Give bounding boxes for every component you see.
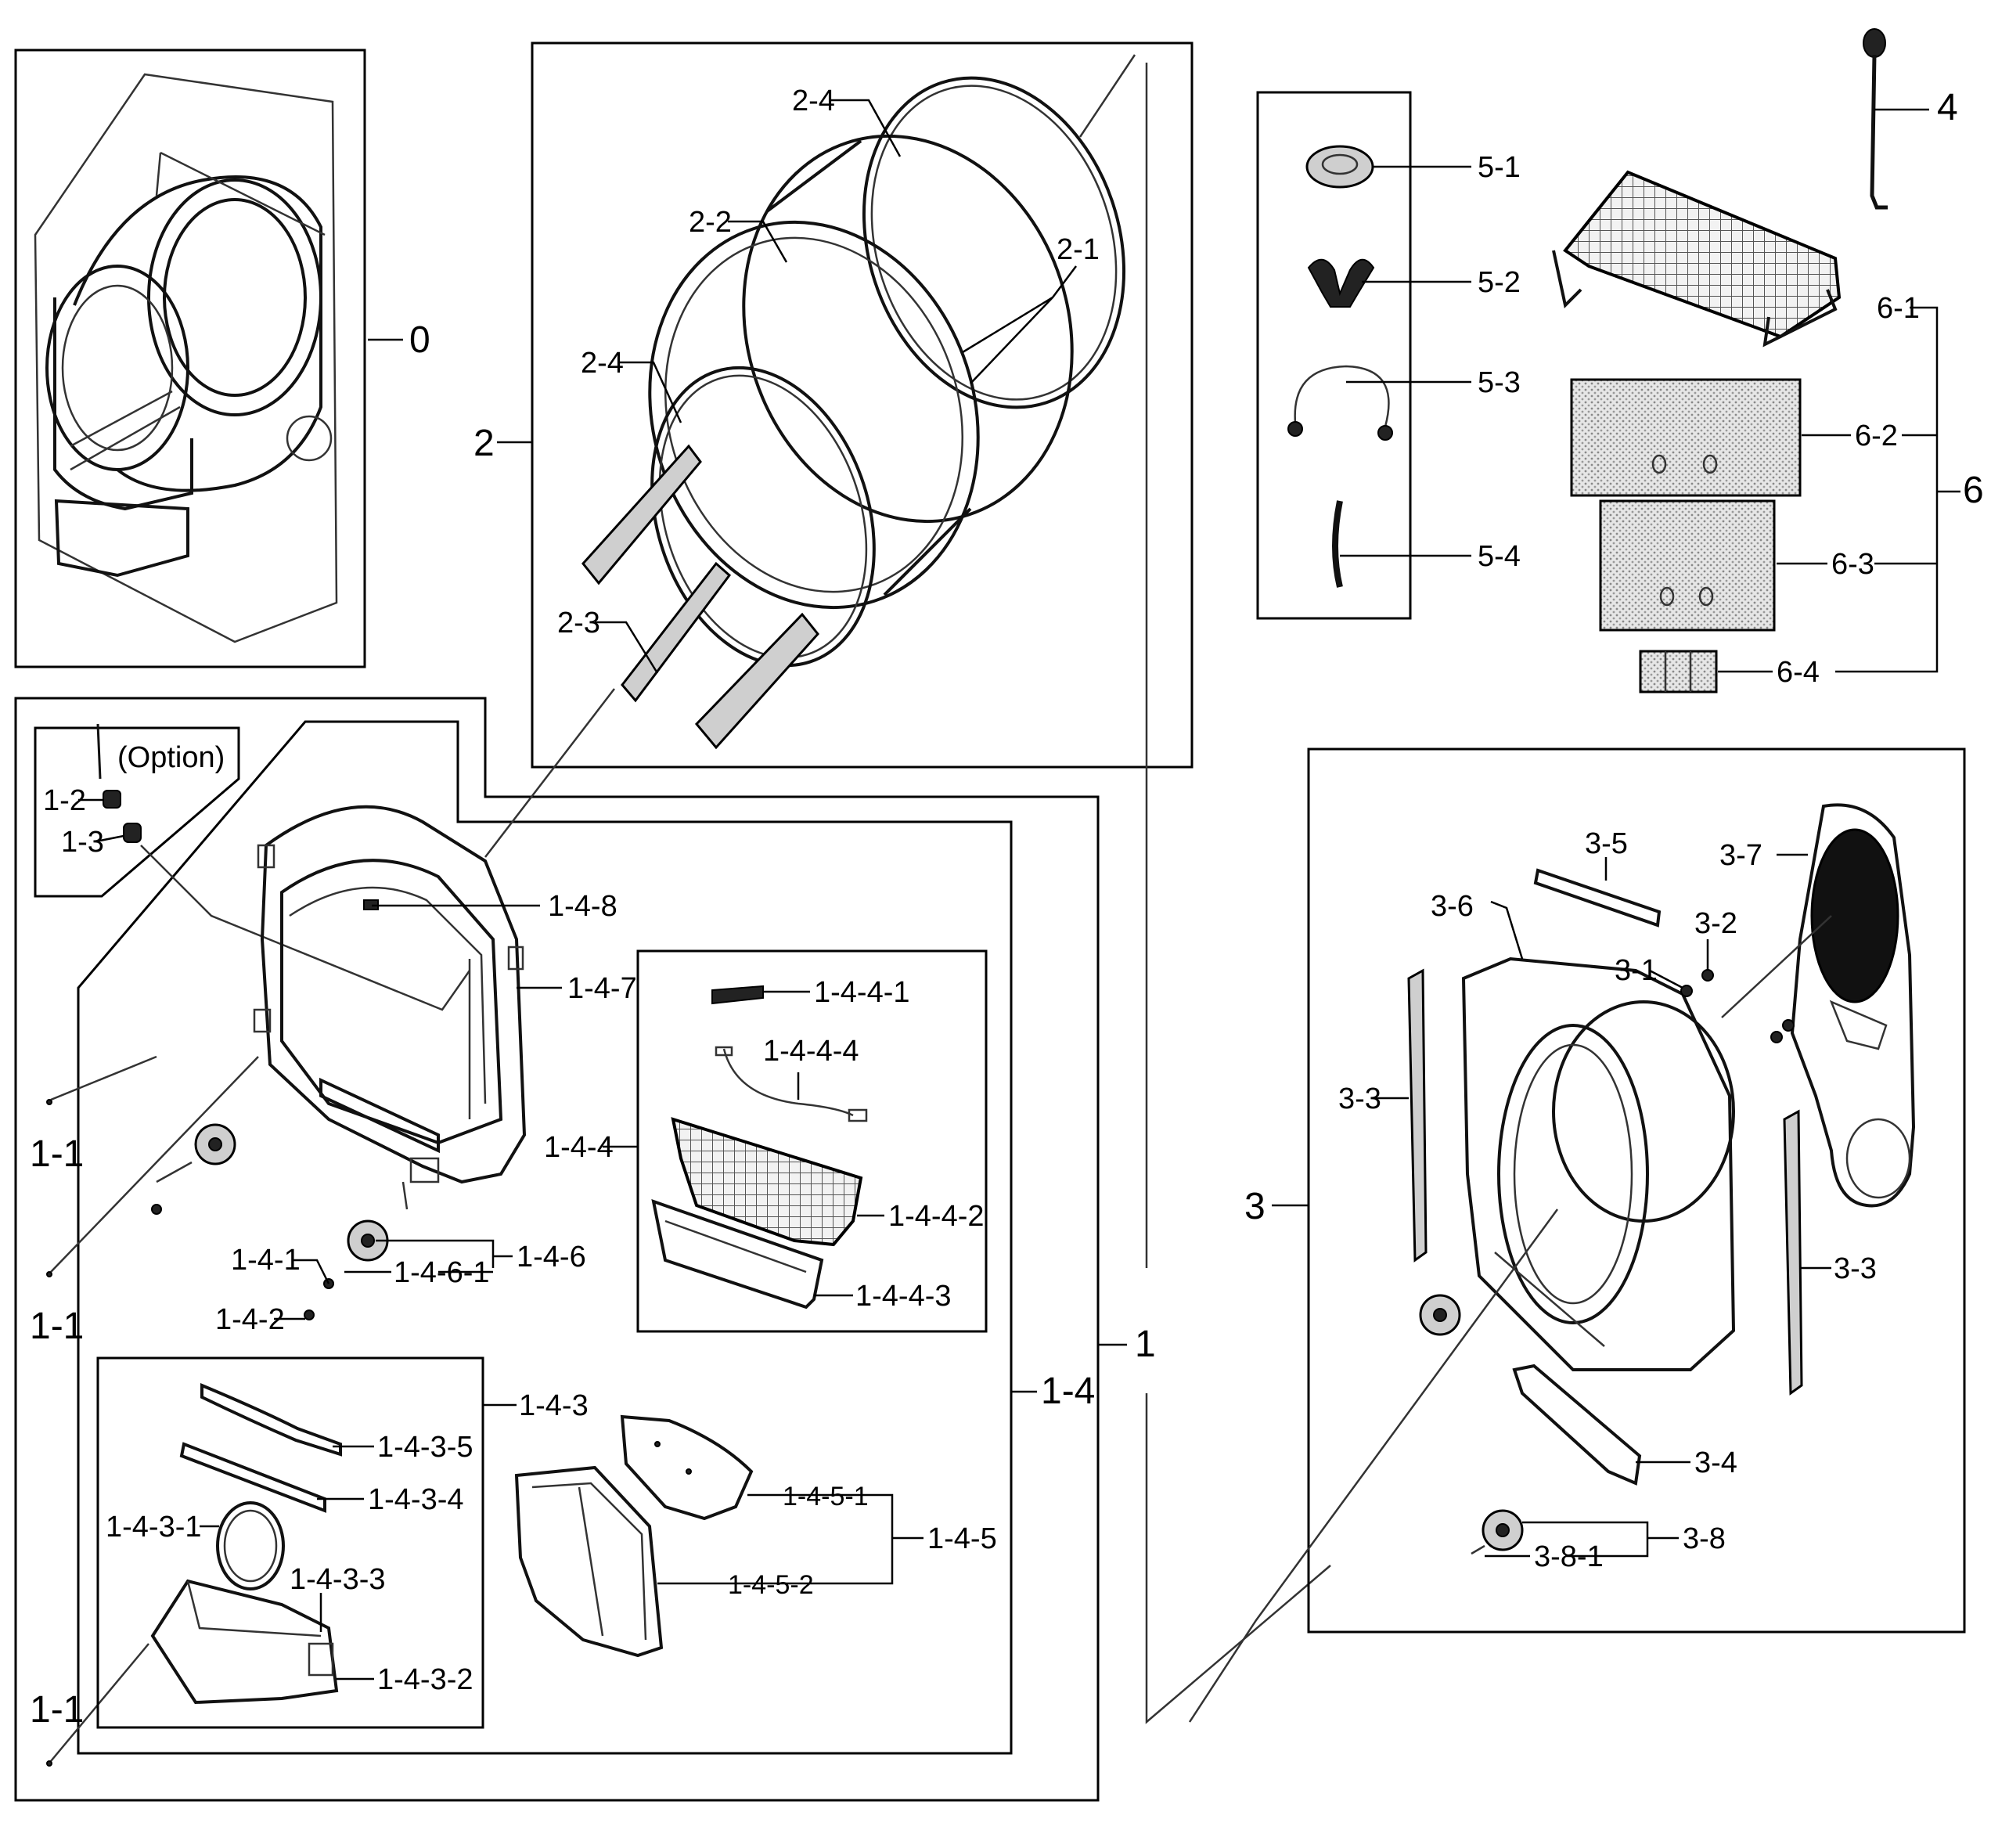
part-label-1-4-8: 1-4-8 [548,890,617,923]
part-label-0: 0 [409,319,430,361]
part-label-1-1-middle: 1-1 [30,1306,84,1347]
part-label-1-4-2: 1-4-2 [215,1303,285,1336]
assembly-1-4-4-panel [636,949,988,1333]
assembly-1-outline [14,697,1100,1802]
part-label-5-4: 5-4 [1478,540,1521,573]
part-label-3-1: 3-1 [1615,954,1658,987]
leader-line [831,99,902,157]
leader-line [728,220,788,263]
part-label-4: 4 [1937,87,1958,128]
part-label-6: 6 [1963,470,1984,511]
part-label-1-4-4-4: 1-4-4-4 [763,1035,859,1068]
leader-line [657,1493,894,1585]
leader-line [1145,63,1331,1724]
option-parts [96,723,142,843]
rollers [151,1123,409,1320]
leader-line [293,1259,330,1284]
part-label-1-4-4-2: 1-4-4-2 [888,1200,985,1233]
part-label-1-3: 1-3 [61,826,104,859]
part-label-1-4-6: 1-4-6 [517,1241,586,1273]
assembly-0-panel [14,49,366,668]
part-label-3-4: 3-4 [1694,1446,1737,1479]
part-label-1-4-6-1: 1-4-6-1 [394,1256,490,1289]
part-label-3-8-1: 3-8-1 [1534,1540,1604,1573]
leader-line [1188,1209,1559,1723]
leader-line [1835,306,1939,673]
leader-line [50,1055,157,1101]
lint-filter-1-4-5 [514,1414,754,1658]
part-label-2-1: 2-1 [1057,233,1100,266]
option-label: (Option) [117,741,225,774]
part-label-1-4-3-2: 1-4-3-2 [377,1663,473,1696]
part-label-1-4-4-1: 1-4-4-1 [814,976,910,1009]
part-label-1-4-3-1: 1-4-3-1 [106,1511,202,1544]
part-label-6-1: 6-1 [1877,292,1920,325]
part-4-sensor-wire [1863,28,1888,210]
part-label-5-3: 5-3 [1478,366,1521,399]
leader-line [618,361,682,423]
part-label-3-5: 3-5 [1585,827,1628,860]
part-label-3-7: 3-7 [1719,839,1762,872]
part-label-2: 2 [473,423,495,464]
part-label-1-4: 1-4 [1041,1371,1095,1412]
part-label-5-1: 5-1 [1478,151,1521,184]
part-label-3-2: 3-2 [1694,907,1737,940]
assembly-1-4-outline [77,720,1013,1755]
leader-line [1522,1521,1679,1558]
part-label-6-4: 6-4 [1777,656,1820,689]
front-panel-1-4-7 [253,805,527,1184]
part-label-1-2: 1-2 [43,784,86,817]
assembly-6-parts [1552,170,1842,693]
part-label-1: 1 [1135,1324,1156,1365]
leader-line [50,1056,259,1273]
part-label-1-1-lower: 1-1 [30,1689,84,1731]
part-label-5-2: 5-2 [1478,266,1521,299]
leader-line [376,1239,495,1273]
part-label-1-4-1: 1-4-1 [231,1244,301,1277]
part-label-1-4-5-1: 1-4-5-1 [783,1482,869,1511]
part-label-3-6: 3-6 [1431,890,1474,923]
leader-line [50,1643,149,1762]
option-box [34,726,240,898]
part-label-3: 3 [1244,1186,1266,1227]
part-label-1-4-3: 1-4-3 [519,1389,589,1422]
part-label-2-2: 2-2 [689,206,732,239]
part-label-1-4-5: 1-4-5 [927,1522,997,1555]
part-label-1-4-3-5: 1-4-3-5 [377,1431,473,1464]
leader-line [140,845,471,1011]
part-label-6-3: 6-3 [1831,548,1874,581]
part-label-2-4-top: 2-4 [792,85,835,117]
assembly-5-panel [1256,91,1412,620]
leader-line [595,621,659,674]
assembly-1-4-3-panel [96,1356,484,1729]
leader-line [962,265,1077,384]
part-label-1-1-upper: 1-1 [30,1133,84,1175]
leader-line [1490,900,1524,960]
part-label-1-4-4: 1-4-4 [544,1131,614,1164]
leader-line [484,688,615,858]
leader-line [1721,915,1832,1018]
part-label-1-4-3-4: 1-4-3-4 [368,1483,464,1516]
part-label-1-4-3-3: 1-4-3-3 [290,1563,386,1596]
part-label-3-3-right: 3-3 [1834,1252,1877,1285]
part-label-2-4-lower: 2-4 [581,347,624,380]
part-label-3-3-left: 3-3 [1338,1083,1381,1115]
part-label-2-3: 2-3 [557,607,600,639]
part-label-6-2: 6-2 [1855,420,1898,452]
part-label-1-4-7: 1-4-7 [567,972,637,1005]
leader-line [95,834,124,843]
assembly-2-panel [531,41,1194,769]
part-label-1-4-5-2: 1-4-5-2 [728,1570,814,1600]
leader-line [1649,969,1683,989]
assembly-3-panel [1307,747,1966,1634]
part-label-1-4-4-3: 1-4-4-3 [855,1280,952,1313]
part-label-3-8: 3-8 [1683,1522,1726,1555]
